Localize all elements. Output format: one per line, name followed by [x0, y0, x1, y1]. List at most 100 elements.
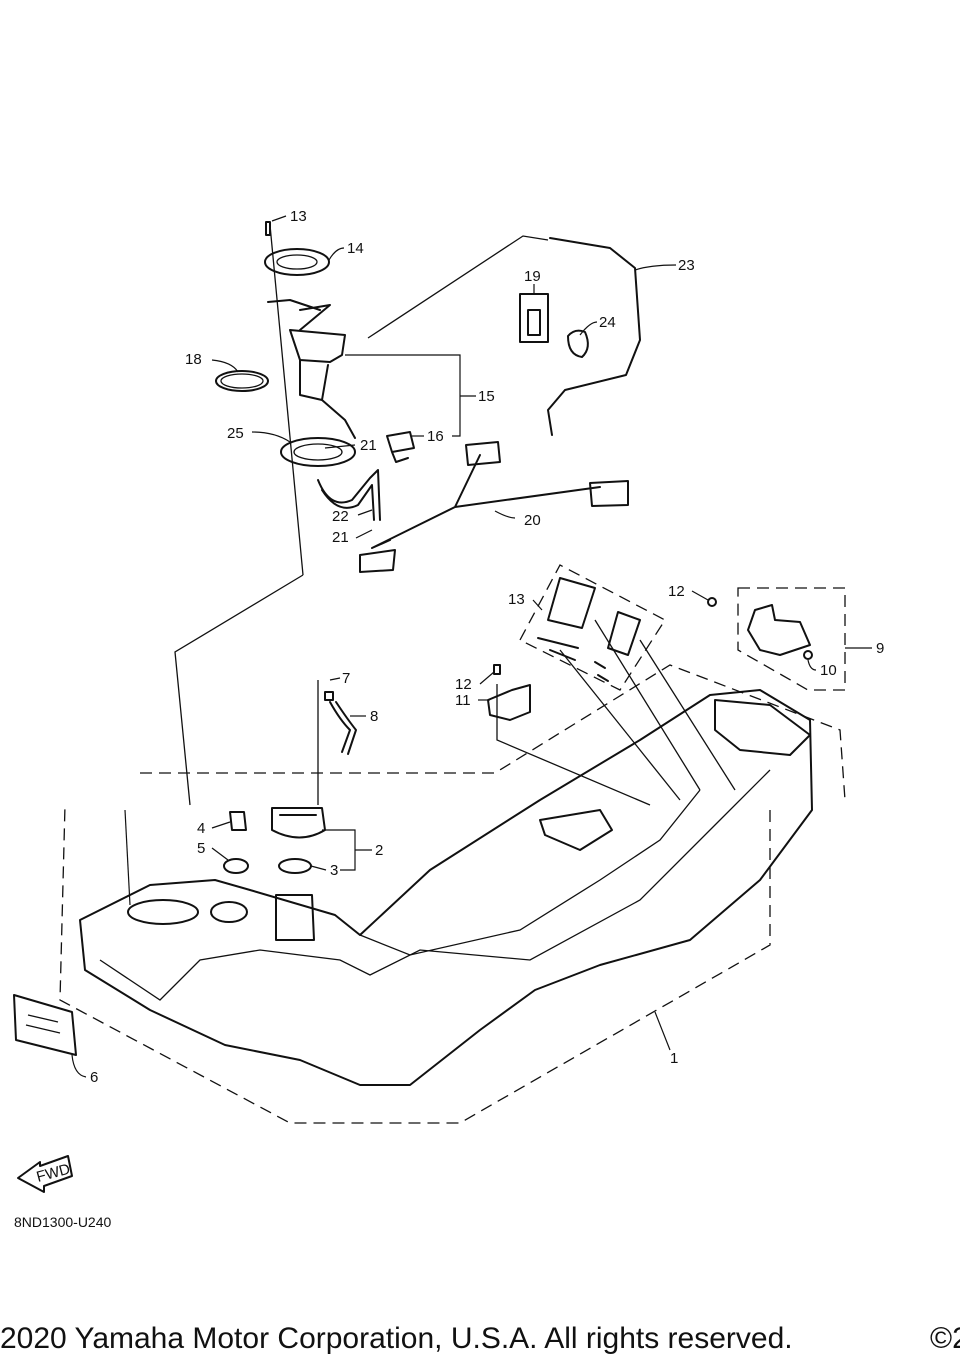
callout-line-23 — [634, 264, 677, 271]
part-number-6: 6 — [90, 1069, 98, 1086]
fuel-tank-1 — [79, 689, 813, 1086]
bracket-foot-right — [589, 480, 629, 507]
callout-line-6 — [71, 1054, 87, 1078]
bolt-10 — [803, 650, 813, 660]
clamp-24 — [567, 329, 589, 358]
part-number-9: 9 — [876, 640, 884, 657]
grommet-5 — [223, 858, 249, 874]
reference-line-pad-2 — [594, 619, 701, 791]
o-ring-3 — [278, 858, 312, 874]
callout-line-1 — [654, 1011, 671, 1051]
pad-13-a — [547, 577, 596, 629]
bracket-9 — [747, 604, 811, 656]
o-ring-18-inner — [220, 373, 264, 389]
part-number-17: 16 — [427, 428, 444, 445]
reference-line-bracket — [496, 684, 651, 806]
part-number-16: 15 — [478, 388, 495, 405]
callout-line-15 — [328, 247, 345, 261]
callout-line-10 — [807, 659, 817, 671]
callout-line-25 — [251, 431, 291, 443]
callout-line-pump-ref — [124, 809, 131, 906]
bracket-foot-front — [359, 549, 396, 573]
pad-13-c — [537, 637, 609, 682]
callout-line-12-left — [479, 671, 495, 685]
callout-line-20 — [494, 510, 516, 519]
callout-line-24 — [579, 321, 598, 336]
part-number-2: 2 — [375, 842, 383, 859]
reference-line-pad-3 — [639, 639, 736, 791]
part-number-10: 10 — [820, 662, 837, 679]
reference-line-pump — [174, 574, 304, 806]
reference-line-pad-1 — [559, 649, 681, 801]
reference-line-hose-23 — [367, 235, 549, 339]
connector-19 — [519, 293, 549, 343]
pad-13-b — [607, 611, 641, 656]
part-number-15: 14 — [347, 240, 364, 257]
seat-bracket — [539, 809, 613, 851]
rear-mount — [714, 699, 811, 756]
tank-group-outline — [59, 664, 846, 1124]
sticker-group-outline — [519, 564, 666, 691]
part-number-23: 23 — [678, 257, 695, 274]
callout-line-16 — [345, 354, 476, 437]
fwd-arrow: FWD — [17, 1155, 73, 1193]
part-number-24: 24 — [599, 314, 616, 331]
fuel-pump-connector-17 — [386, 431, 415, 463]
pump-opening — [127, 899, 199, 925]
part-number-13: 13 — [508, 591, 525, 608]
callout-line-21-bottom — [355, 529, 373, 539]
fuel-tank-1-contour-a — [99, 769, 771, 1001]
o-ring-18 — [215, 370, 269, 392]
fuel-cap-2 — [271, 807, 326, 839]
bolt-12-left — [493, 664, 501, 675]
part-number-11: 11 — [455, 692, 471, 709]
diagram-code: 8ND1300-U240 — [14, 1214, 112, 1230]
part-number-12-right: 12 — [668, 583, 685, 600]
retaining-ring-15 — [264, 248, 330, 276]
part-number-25: 25 — [227, 425, 244, 442]
copyright-text: 2020 Yamaha Motor Corporation, U.S.A. Al… — [0, 1322, 793, 1355]
bracket-11 — [487, 684, 531, 721]
gasket-25-inner — [293, 443, 343, 461]
callout-line-18 — [211, 359, 239, 373]
part-number-5: 5 — [197, 840, 205, 857]
callout-line-7 — [329, 677, 341, 681]
part-number-3: 3 — [330, 862, 338, 879]
callout-line-13 — [532, 599, 543, 611]
callout-line-21-top — [324, 444, 356, 449]
part-number-12-left: 12 — [455, 676, 472, 693]
fuel-tank-1-contour-b — [359, 789, 701, 956]
copyright-text-cutoff: ©2 — [930, 1322, 960, 1355]
callout-line-2 — [322, 829, 372, 871]
label-6-text-lines — [25, 1014, 61, 1034]
part-number-20: 20 — [524, 512, 541, 529]
reference-line-pump-vertical — [269, 224, 304, 576]
bracket-assembly-20 — [371, 454, 601, 549]
part-number-4: 4 — [197, 820, 205, 837]
hose-23 — [547, 237, 641, 436]
filler-neck — [275, 894, 315, 941]
callout-line-4 — [211, 821, 231, 829]
callout-line-12-right — [691, 590, 709, 601]
retaining-ring-15-inner — [276, 254, 318, 270]
valve-4 — [229, 811, 247, 831]
bracket-foot-top — [465, 441, 501, 466]
part-number-22: 22 — [332, 508, 349, 525]
fuel-pump-16 — [267, 299, 356, 439]
gasket-25 — [280, 437, 356, 467]
nut-12-right — [707, 597, 717, 607]
screw-14 — [265, 221, 271, 236]
vent-7 — [324, 691, 334, 701]
part-number-1: 1 — [670, 1050, 678, 1067]
part-number-21-bottom: 21 — [332, 529, 349, 546]
part-number-21-top: 21 — [360, 437, 377, 454]
hose-22 — [317, 469, 381, 521]
part-number-19: 19 — [524, 268, 541, 285]
part-number-8: 8 — [370, 708, 378, 725]
valve-boss — [210, 901, 248, 923]
part-number-14: 13 — [290, 208, 307, 225]
label-6 — [13, 994, 77, 1056]
callout-line-14 — [271, 215, 287, 222]
